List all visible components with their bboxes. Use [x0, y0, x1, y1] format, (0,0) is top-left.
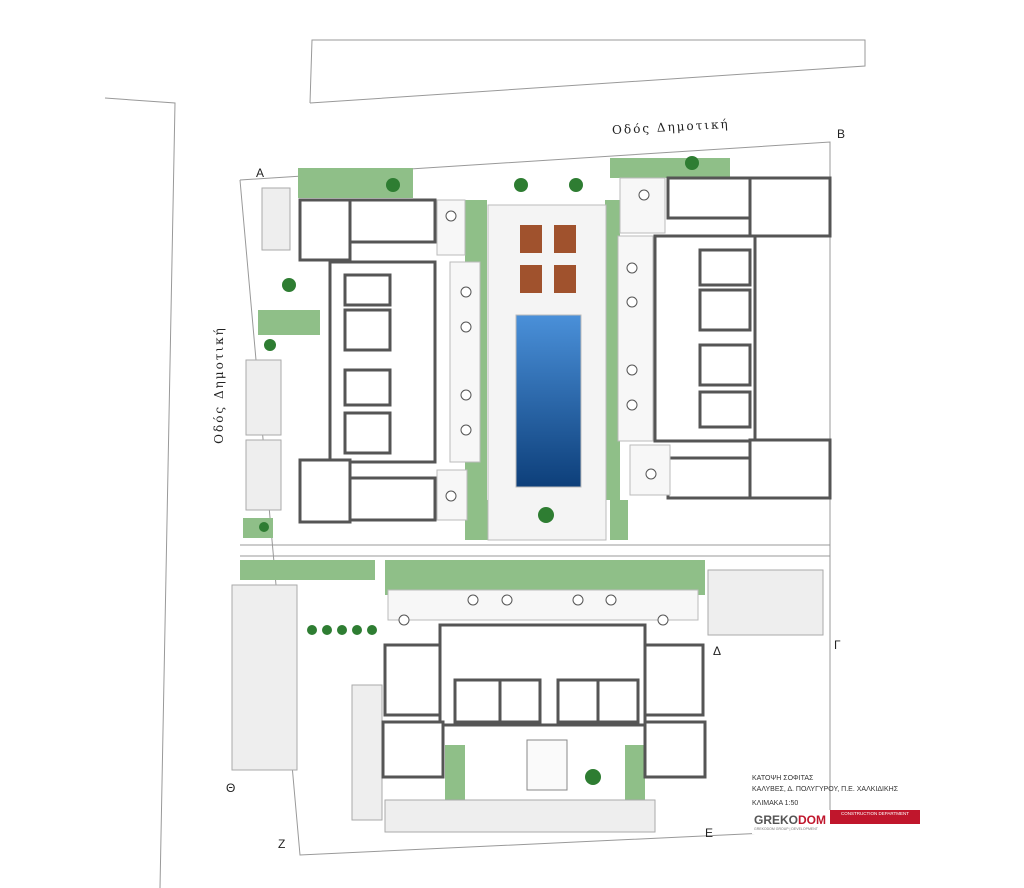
drawing-location: ΚΑΛΥΒΕΣ, Δ. ΠΟΛΥΓΥΡΟΥ, Π.Ε. ΧΑΛΚΙΔΙΚΗΣ [752, 786, 899, 793]
swimming-pool [515, 314, 582, 488]
logo-band: CONSTRUCTION DEPARTMENT [830, 810, 920, 824]
drawing-title: ΚΑΤΟΨΗ ΣΟΦΙΤΑΣ [752, 775, 814, 782]
logo-subtitle: GREKODOM GROUP | DEVELOPMENT [754, 827, 818, 831]
sun-loungers [520, 225, 576, 293]
logo-brand: GREKODOM [754, 813, 826, 827]
corner-label-g: Γ [834, 638, 841, 652]
title-block: ΚΑΤΟΨΗ ΣΟΦΙΤΑΣ ΚΑΛΥΒΕΣ, Δ. ΠΟΛΥΓΥΡΟΥ, Π.… [752, 773, 898, 809]
patio-tables [398, 189, 669, 626]
corner-label-z: Ζ [278, 837, 286, 851]
drawing-scale: ΚΛΙΜΑΚΑ 1:50 [752, 800, 799, 807]
street-label-left: Οδός Δημοτική [211, 326, 226, 444]
corner-label-a: Α [256, 166, 265, 180]
buildings [298, 176, 832, 779]
corner-label-d: Δ [713, 644, 722, 658]
trees [259, 156, 699, 785]
logo-brand-a: GREKO [754, 813, 799, 827]
parking-spaces [231, 187, 824, 833]
corner-label-th: Θ [226, 781, 236, 795]
logo-brand-b: DOM [798, 813, 827, 827]
stairs [526, 739, 568, 791]
corner-label-b: Β [837, 127, 846, 141]
corner-label-e: Ε [705, 826, 714, 840]
grekodom-logo: GREKODOM CONSTRUCTION DEPARTMENT GREKODO… [752, 810, 920, 834]
